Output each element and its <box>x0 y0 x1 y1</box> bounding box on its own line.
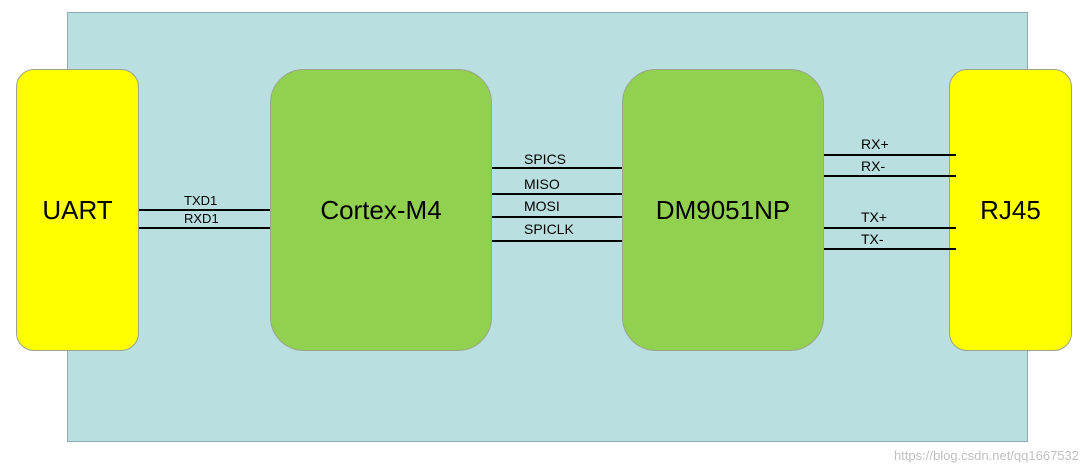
cortex-m4-block: Cortex-M4 <box>270 69 492 351</box>
txd1-label: TXD1 <box>184 193 218 208</box>
txd1-wire <box>139 209 270 211</box>
rxd1-wire <box>139 227 270 229</box>
spiclk-wire <box>492 240 622 242</box>
rx-plus-wire <box>824 154 956 156</box>
tx-minus-wire <box>824 248 956 250</box>
tx-minus-label: TX- <box>861 231 884 247</box>
cortex-m4-label: Cortex-M4 <box>320 194 442 225</box>
rj45-label: RJ45 <box>980 194 1041 225</box>
uart-block: UART <box>16 69 139 351</box>
dm9051np-label: DM9051NP <box>655 194 791 225</box>
rx-minus-label: RX- <box>861 158 886 174</box>
rx-minus-wire <box>824 175 956 177</box>
uart-label: UART <box>42 194 113 225</box>
rj45-block: RJ45 <box>949 69 1072 351</box>
spics-label: SPICS <box>524 151 567 167</box>
tx-plus-wire <box>824 227 956 229</box>
tx-plus-label: TX+ <box>861 209 888 225</box>
miso-wire <box>492 193 622 195</box>
rx-plus-label: RX+ <box>861 136 889 152</box>
spics-wire <box>492 167 622 169</box>
spiclk-label: SPICLK <box>524 221 574 237</box>
dm9051np-block: DM9051NP <box>622 69 824 351</box>
rxd1-label: RXD1 <box>184 211 219 226</box>
mosi-label: MOSI <box>524 198 560 214</box>
miso-label: MISO <box>524 176 560 192</box>
watermark-url: https://blog.csdn.net/qq1667532 <box>893 448 1079 463</box>
mosi-wire <box>492 216 622 218</box>
